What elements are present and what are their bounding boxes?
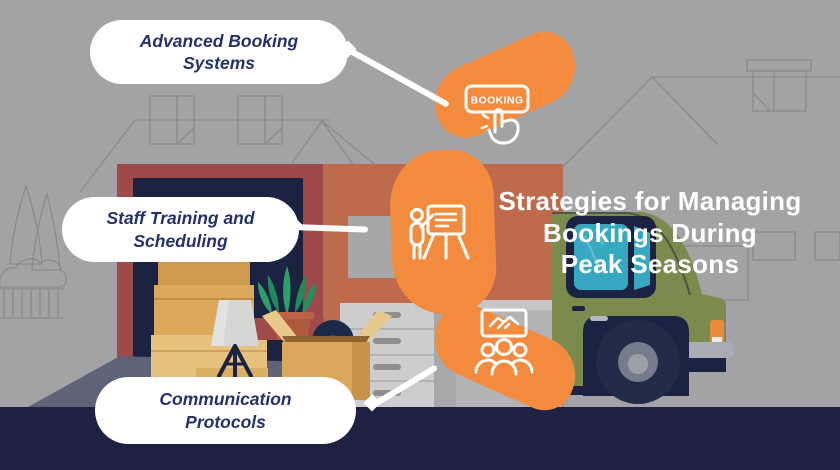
tree-outline <box>9 183 43 265</box>
title-line: Peak Seasons <box>560 249 740 280</box>
potted-plant <box>258 266 316 340</box>
pill-label: Advanced Booking Systems <box>139 30 299 73</box>
gable-outline <box>291 119 353 164</box>
page-title: Strategies for Managing Bookings During … <box>470 186 830 281</box>
title-line: Bookings During <box>543 217 757 248</box>
chimney-outline <box>149 95 195 145</box>
booking-button-click-icon: BOOKING <box>462 82 532 152</box>
booking-button-text: BOOKING <box>471 95 524 107</box>
person-body <box>490 359 518 376</box>
person-head <box>512 342 528 358</box>
presenter-head <box>410 208 424 222</box>
chimney-outline <box>752 70 807 112</box>
person-body <box>474 358 497 374</box>
label-pill-communication: Communication Protocols <box>95 377 356 444</box>
tree-outline <box>31 191 61 271</box>
label-pill-advanced-booking: Advanced Booking Systems <box>90 20 348 84</box>
person-body <box>511 358 534 374</box>
title-line: Strategies for Managing <box>498 186 802 216</box>
hand-palm <box>487 118 520 145</box>
window-outline <box>814 231 840 261</box>
fence-outline <box>0 288 64 319</box>
pointer-finger <box>493 108 504 134</box>
cab-hood <box>642 212 726 348</box>
floor-lamp <box>211 300 259 378</box>
presenter-body <box>409 221 425 247</box>
window-outline <box>752 231 796 261</box>
easel-legs <box>422 232 470 260</box>
handshake-frame <box>480 308 528 338</box>
chimney-cap-outline <box>746 59 812 72</box>
windshield <box>634 226 650 290</box>
person-head <box>495 338 513 356</box>
person-head <box>480 342 496 358</box>
pill-label: Communication Protocols <box>159 389 292 432</box>
door-handle <box>572 306 585 311</box>
presentation-training-icon <box>406 200 470 264</box>
chimney-outline <box>237 95 283 145</box>
presenter-arm <box>419 213 435 229</box>
right-house-outline <box>559 59 840 301</box>
left-yard-outline <box>0 183 68 319</box>
moving-truck-cab <box>552 212 734 404</box>
handshake-team-icon <box>466 306 542 378</box>
handshake-hands <box>488 315 520 330</box>
pill-label: Staff Training and Scheduling <box>106 208 255 251</box>
bush-outline <box>0 258 68 288</box>
label-pill-staff-training: Staff Training and Scheduling <box>62 197 299 262</box>
